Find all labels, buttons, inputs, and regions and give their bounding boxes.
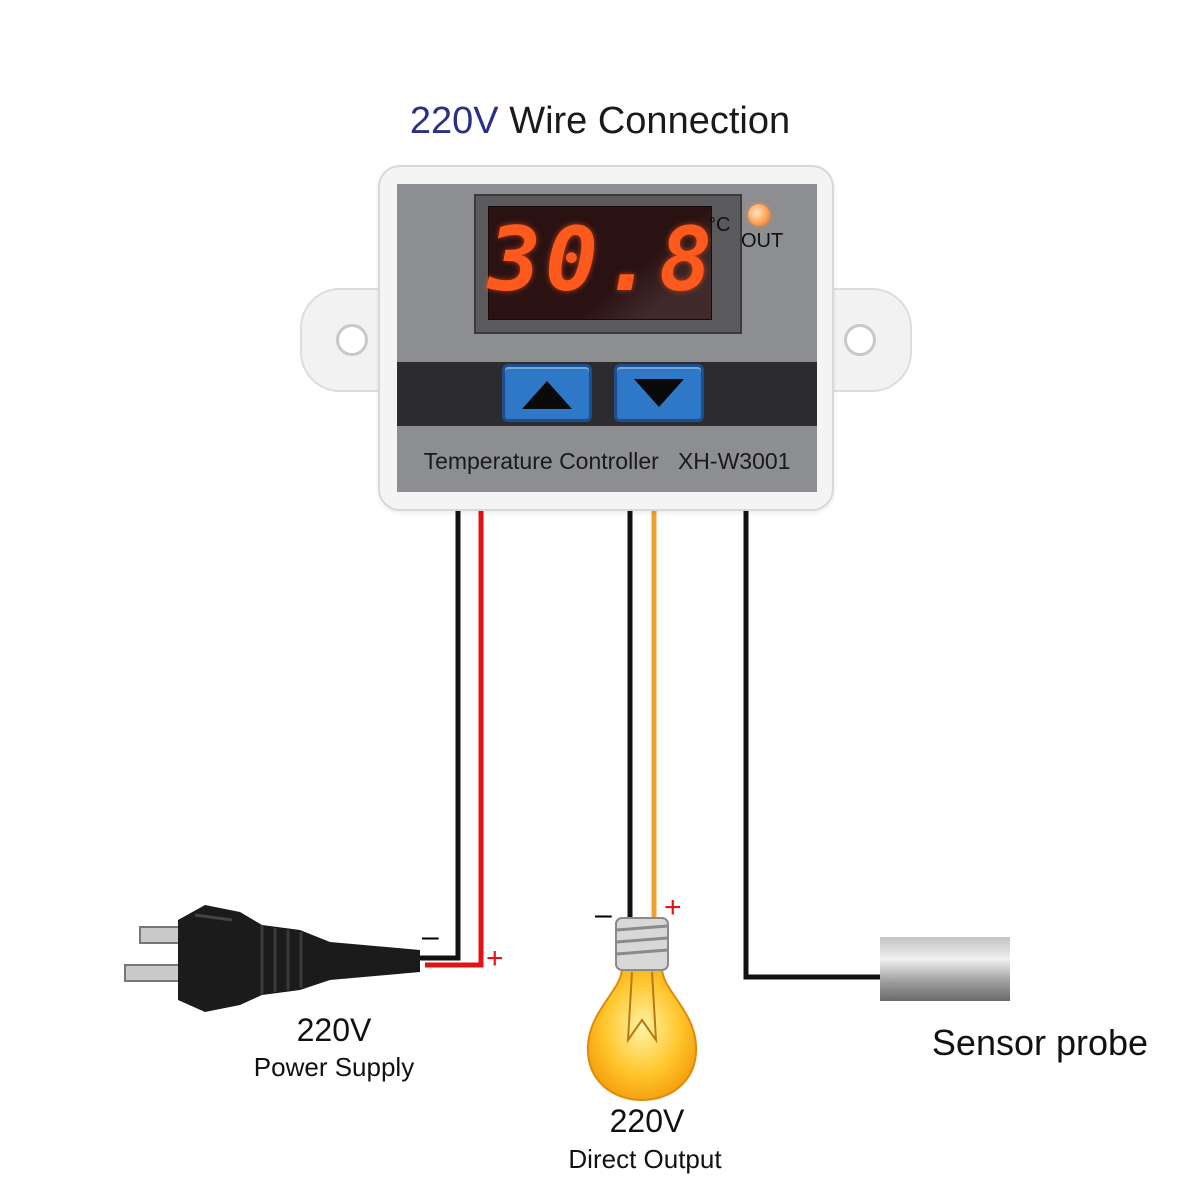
diagram-title: 220V Wire Connection	[0, 100, 1200, 143]
power-voltage-label: 220V	[296, 1012, 372, 1048]
sensor-wire	[743, 508, 882, 980]
status-led-icon	[748, 204, 770, 226]
output-minus-sign: –	[595, 898, 612, 931]
power-plug-icon	[124, 905, 420, 1012]
sensor-probe-icon	[880, 937, 1010, 1001]
temperature-readout: 30.8	[488, 208, 716, 311]
direct-output-label: Direct Output	[568, 1144, 722, 1174]
down-button[interactable]	[614, 364, 704, 422]
sensor-probe-label: Sensor probe	[931, 1022, 1149, 1063]
output-voltage-label: 220V	[609, 1103, 685, 1139]
output-plus-sign: +	[664, 891, 682, 924]
out-indicator-label: OUT	[741, 230, 784, 252]
up-button[interactable]	[502, 364, 592, 422]
power-minus-sign: –	[422, 920, 439, 953]
display-screen	[488, 206, 712, 320]
light-bulb-icon	[586, 917, 698, 1102]
model-code: XH-W3001	[677, 448, 791, 474]
power-supply-label: Power Supply	[253, 1052, 415, 1082]
title-voltage: 220V	[409, 100, 499, 142]
unit-label: °C	[708, 214, 731, 236]
triangle-up-icon	[522, 381, 572, 409]
title-text: Wire Connection	[509, 100, 791, 142]
power-plus-sign: +	[486, 942, 504, 975]
button-band	[397, 362, 817, 426]
triangle-down-icon	[634, 379, 684, 407]
power-wire-black	[420, 508, 461, 961]
mounting-hole-icon	[336, 324, 368, 356]
model-label: Temperature Controller XH-W3001	[397, 448, 817, 475]
power-wire-red	[425, 508, 484, 968]
model-name: Temperature Controller	[423, 448, 659, 474]
mounting-hole-icon	[844, 324, 876, 356]
